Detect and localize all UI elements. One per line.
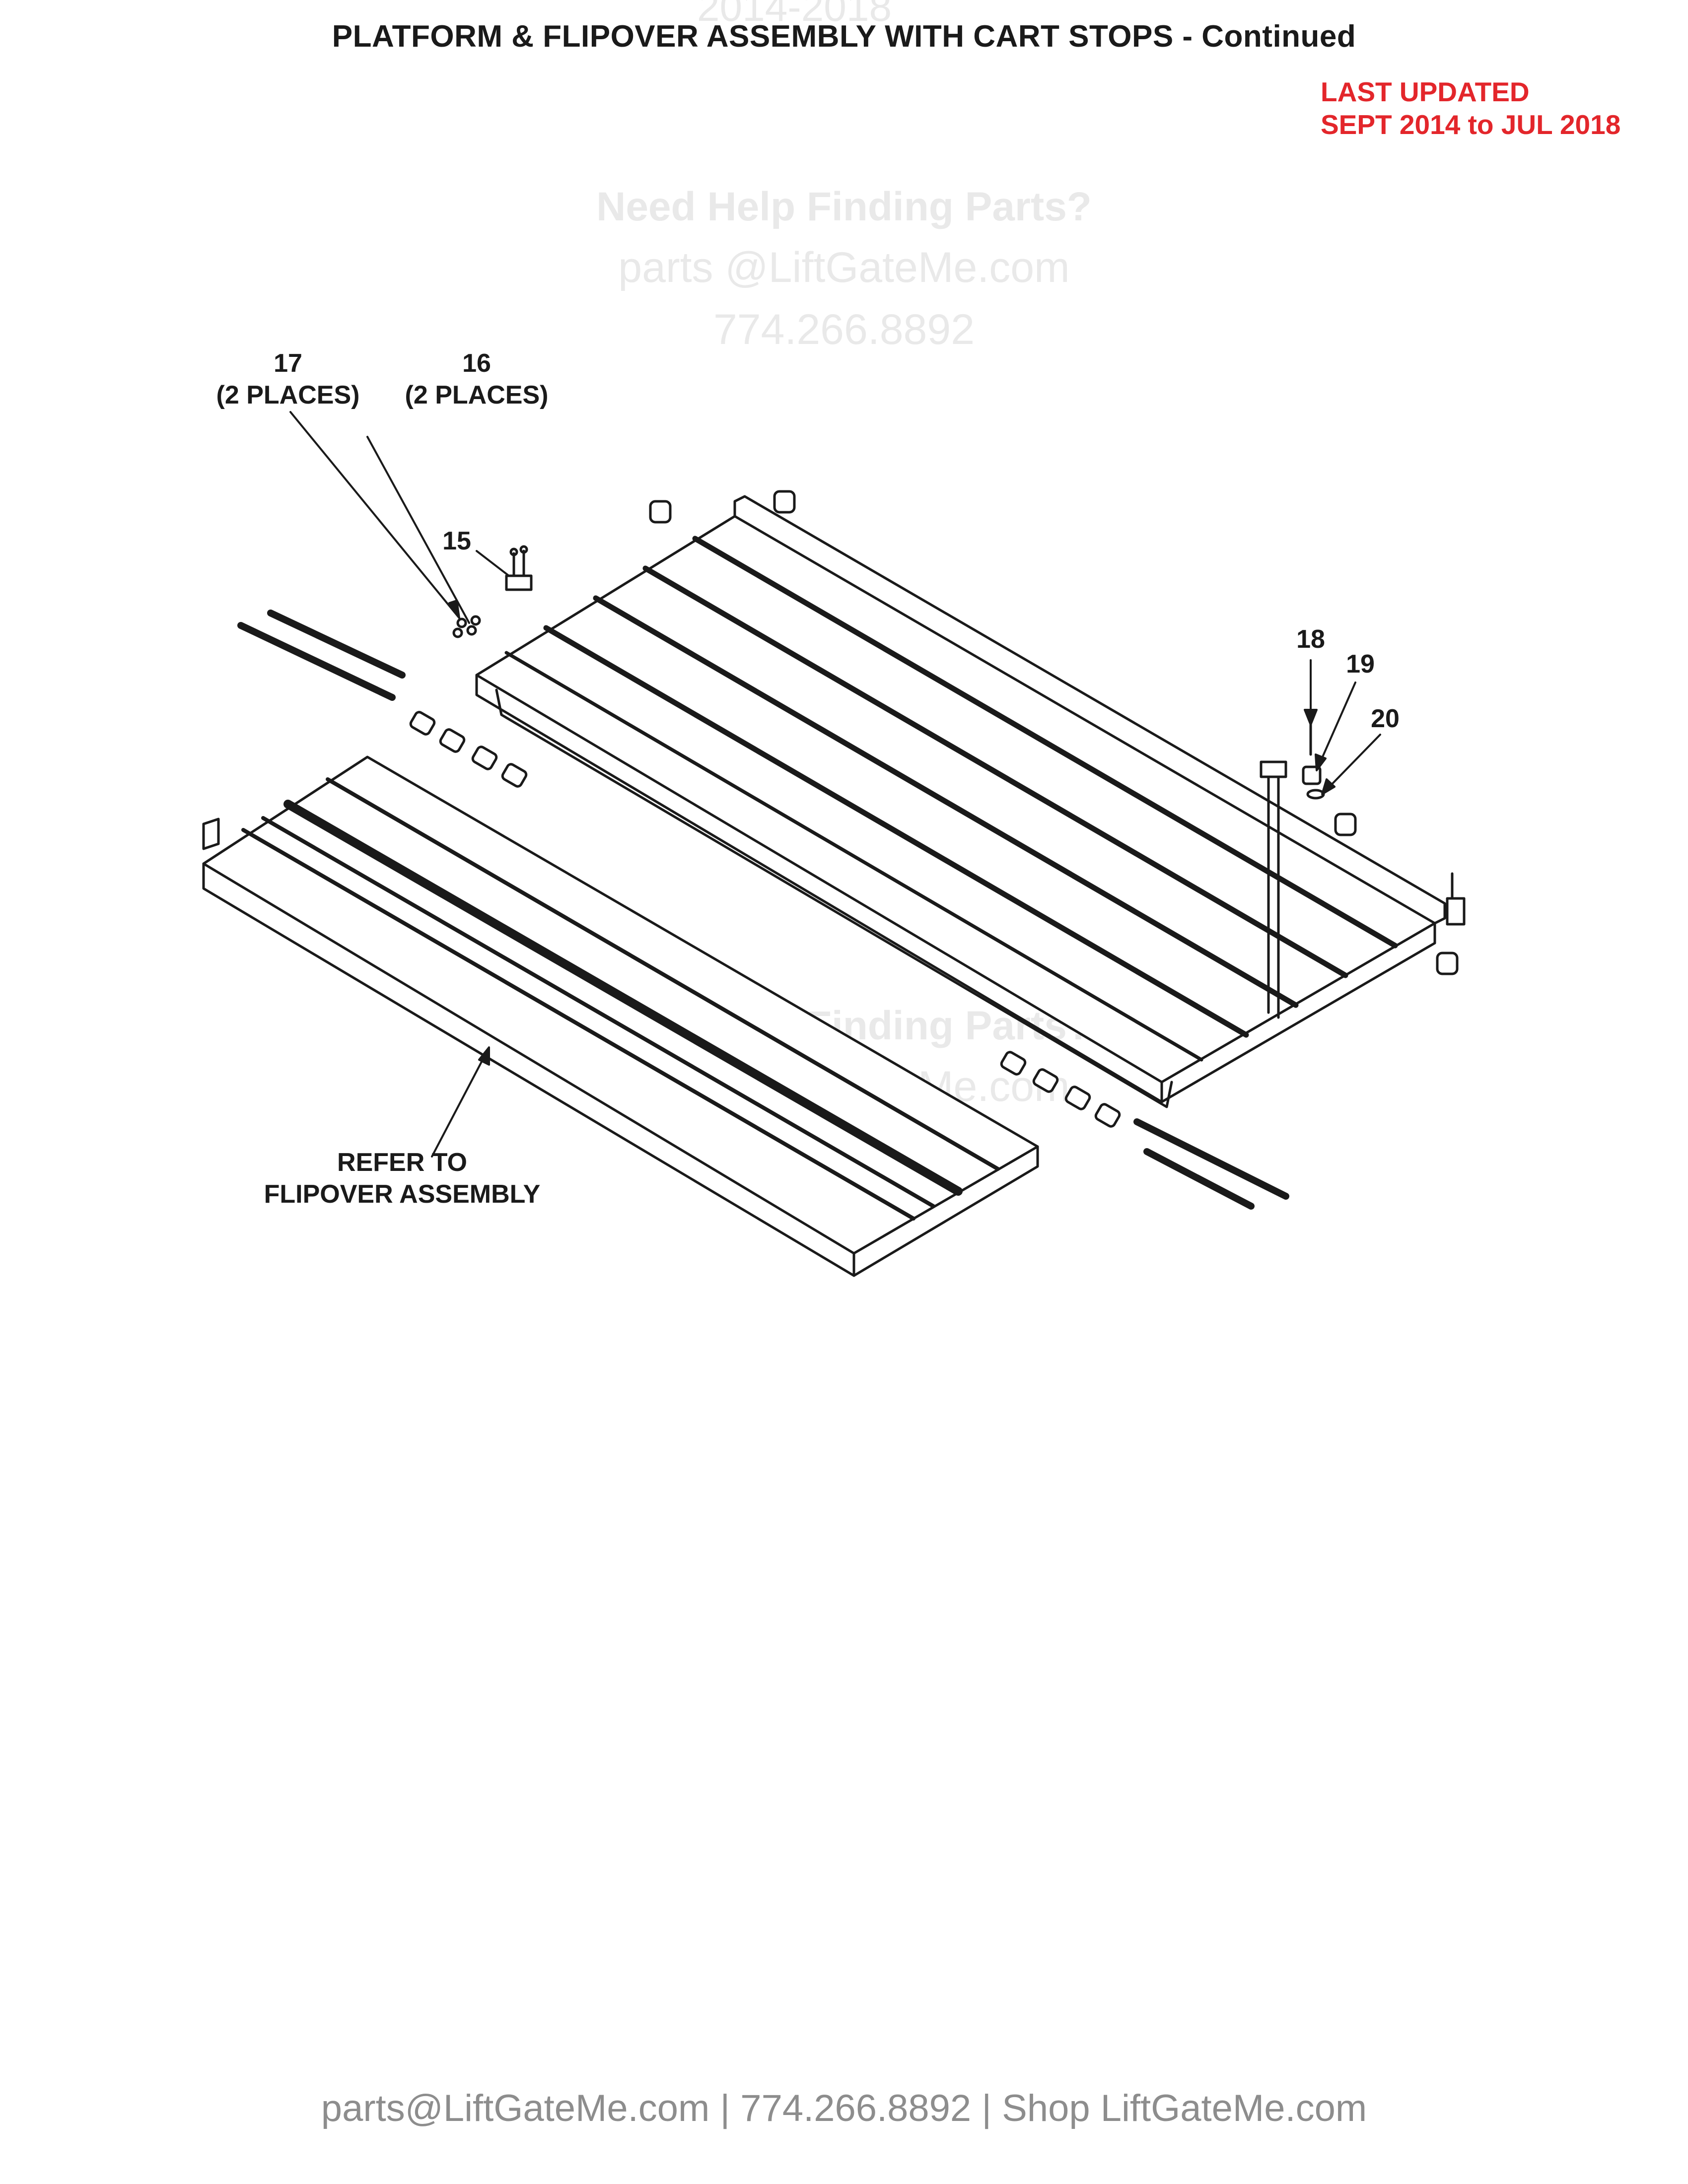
- callout-15: 15: [442, 527, 471, 555]
- watermark-help-upper: Need Help Finding Parts?: [596, 184, 1092, 229]
- callout-16: 16 (2 PLACES): [387, 347, 566, 411]
- callout-17: 17 (2 PLACES): [199, 347, 377, 411]
- cart-stop-hardware: [1260, 718, 1466, 1019]
- last-updated-label: LAST UPDATED: [1321, 76, 1530, 107]
- bushings-right: [1000, 1051, 1121, 1128]
- bolt-15: [505, 545, 533, 591]
- hinge-pins-right: [1133, 1118, 1289, 1210]
- watermark-phone-upper: 774.266.8892: [713, 306, 975, 353]
- page-title: PLATFORM & FLIPOVER ASSEMBLY WITH CART S…: [332, 19, 1356, 54]
- last-updated-note: LAST UPDATED SEPT 2014 to JUL 2018: [1321, 75, 1620, 141]
- flipover-plate: [202, 755, 1039, 1277]
- callout-18: 18: [1296, 625, 1325, 654]
- callout-refer-flipover: REFER TO FLIPOVER ASSEMBLY: [238, 1147, 566, 1210]
- refer-line-1: REFER TO: [337, 1148, 467, 1177]
- cylinder-stops: [649, 490, 1459, 975]
- watermark-top-fragment: 2014-2018: [697, 0, 892, 30]
- hinge-pins-left: [237, 610, 406, 701]
- callout-20: 20: [1371, 704, 1400, 733]
- watermark-email-upper: parts @LiftGateMe.com: [618, 244, 1070, 291]
- callout-19: 19: [1346, 650, 1375, 679]
- callout-16-number: 16: [462, 349, 491, 378]
- refer-line-2: FLIPOVER ASSEMBLY: [264, 1180, 541, 1209]
- bushings-left: [409, 711, 528, 788]
- callout-16-note: (2 PLACES): [405, 381, 549, 410]
- callout-17-number: 17: [274, 349, 302, 378]
- last-updated-range: SEPT 2014 to JUL 2018: [1321, 109, 1621, 140]
- footer-contact: parts@LiftGateMe.com | 774.266.8892 | Sh…: [321, 2087, 1367, 2129]
- leader-lines: [289, 411, 1381, 1158]
- small-parts-16-17: [452, 615, 481, 638]
- callout-17-note: (2 PLACES): [216, 381, 360, 410]
